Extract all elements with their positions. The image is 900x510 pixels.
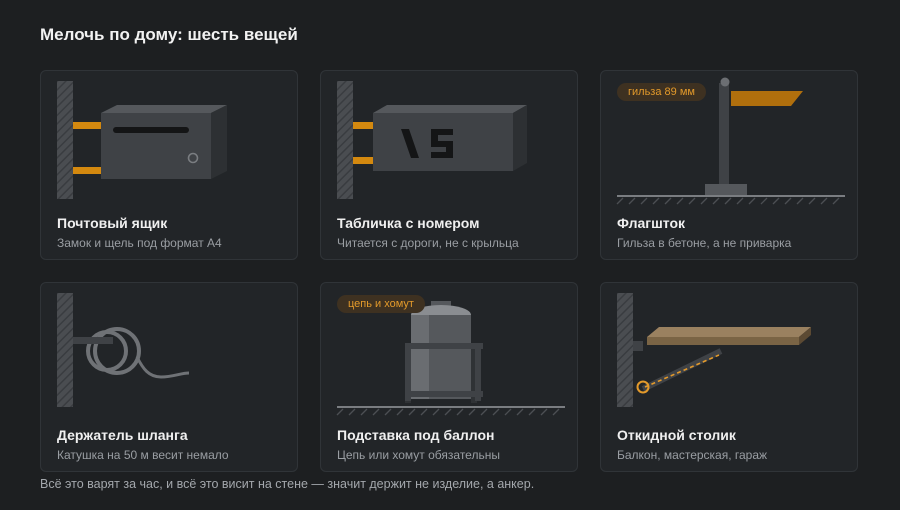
card-subtitle: Гильза в бетоне, а не приварка <box>617 236 792 250</box>
card-subtitle: Читается с дороги, не с крыльца <box>337 236 519 250</box>
card-subtitle: Катушка на 50 м весит немало <box>57 448 229 462</box>
hose-holder-illustration <box>57 293 190 407</box>
card-flagpole[interactable]: гильза 89 мм Флагшток Гильза в бетоне, а… <box>600 70 858 260</box>
card-subtitle: Балкон, мастерская, гараж <box>617 448 768 462</box>
page-title: Мелочь по дому: шесть вещей <box>40 25 298 44</box>
card-title: Держатель шланга <box>57 427 188 443</box>
gas-cylinder-stand-illustration <box>336 301 565 416</box>
card-subtitle: Цепь или хомут обязательны <box>337 448 500 462</box>
house-number-sign-illustration <box>337 81 527 199</box>
card-title: Табличка с номером <box>337 215 480 231</box>
card-folding-table[interactable]: Откидной столик Балкон, мастерская, гара… <box>600 282 858 472</box>
flagpole-illustration <box>616 77 845 205</box>
card-hose-holder[interactable]: Держатель шланга Катушка на 50 м весит н… <box>40 282 298 472</box>
card-title: Почтовый ящик <box>57 215 168 231</box>
badge-sleeve-size: гильза 89 мм <box>617 83 706 101</box>
card-house-number[interactable]: Табличка с номером Читается с дороги, не… <box>320 70 578 260</box>
card-mailbox[interactable]: Почтовый ящик Замок и щель под формат А4 <box>40 70 298 260</box>
footer-note: Всё это варят за час, и всё это висит на… <box>40 477 535 491</box>
card-title: Флагшток <box>617 215 686 231</box>
folding-table-illustration <box>617 293 811 407</box>
card-cylinder-stand[interactable]: цепь и хомут Подставка под баллон Цепь и… <box>320 282 578 472</box>
card-title: Откидной столик <box>617 427 736 443</box>
card-subtitle: Замок и щель под формат А4 <box>57 236 222 250</box>
badge-chain-clamp: цепь и хомут <box>337 295 425 313</box>
card-title: Подставка под баллон <box>337 427 495 443</box>
mailbox-illustration <box>57 81 227 199</box>
